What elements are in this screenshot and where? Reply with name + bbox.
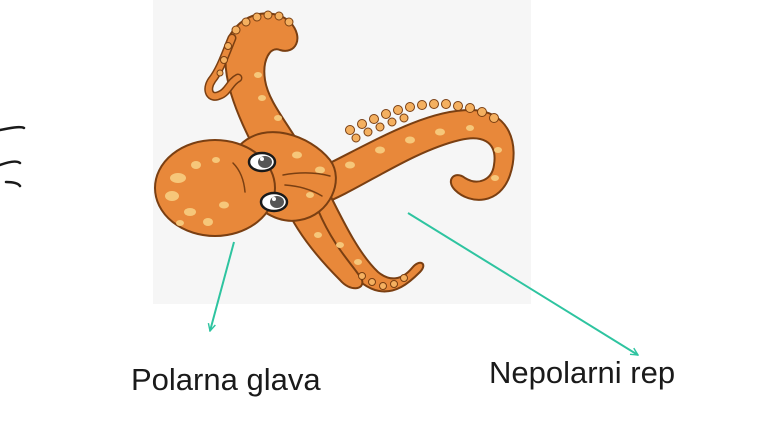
head-label: Polarna glava bbox=[131, 364, 321, 395]
tail-label: Nepolarni rep bbox=[489, 357, 675, 388]
edge-stroke bbox=[0, 127, 24, 186]
